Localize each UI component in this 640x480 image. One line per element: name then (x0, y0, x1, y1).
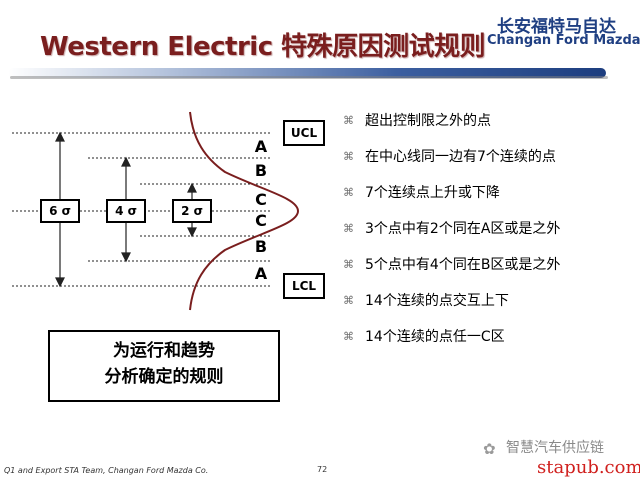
zone-label: C (255, 190, 267, 209)
bullet-icon: ⌘ (343, 258, 354, 271)
rule-text: 在中心线同一边有7个连续的点 (365, 149, 556, 165)
arrow-4-sigma-bottom (121, 252, 131, 263)
zone-label: C (255, 211, 267, 230)
lcl-label: LCL (283, 273, 325, 299)
bullet-icon: ⌘ (343, 330, 354, 343)
arrow-2-sigma-bottom (187, 227, 197, 238)
normal-distribution-curve (189, 111, 300, 311)
sigma-6-label: 6 σ (40, 199, 80, 223)
rule-text: 3个点中有2个同在A区或是之外 (365, 221, 561, 237)
sigma-2-label: 2 σ (172, 199, 212, 223)
arrow-2-sigma-top (187, 182, 197, 193)
bullet-icon: ⌘ (343, 294, 354, 307)
rule-item: ⌘ 3个点中有2个同在A区或是之外 (343, 218, 560, 238)
rules-purpose-box: 为运行和趋势 分析确定的规则 (48, 330, 280, 402)
rule-item: ⌘ 在中心线同一边有7个连续的点 (343, 146, 556, 166)
rule-item: ⌘ 7个连续点上升或下降 (343, 182, 500, 202)
footer-text: Q1 and Export STA Team, Changan Ford Maz… (4, 466, 209, 475)
zone-label: B (254, 237, 268, 256)
rule-text: 14个连续的点任一C区 (365, 329, 505, 345)
watermark-url: stapub.com (537, 457, 640, 478)
brand-name-en: Changan Ford Mazda (487, 33, 640, 48)
watermark-text: 智慧汽车供应链 (506, 440, 604, 456)
rule-text: 超出控制限之外的点 (365, 113, 491, 129)
title-divider-bar (8, 68, 606, 78)
brand-name-cn: 长安福特马自达 (497, 17, 616, 37)
arrow-6-sigma-bottom (55, 277, 65, 288)
page-number: 72 (317, 465, 328, 474)
rule-item: ⌘ 14个连续的点交互上下 (343, 290, 509, 310)
bullet-icon: ⌘ (343, 222, 354, 235)
slide-title: Western Electric 特殊原因测试规则 (40, 32, 486, 62)
rule-item: ⌘ 超出控制限之外的点 (343, 110, 491, 130)
zone-label: A (254, 137, 268, 156)
rule-item: ⌘ 14个连续的点任一C区 (343, 326, 505, 346)
rule-text: 14个连续的点交互上下 (365, 293, 509, 309)
note-line-1: 为运行和趋势 (113, 341, 215, 361)
zone-label: A (254, 264, 268, 283)
note-line-2: 分析确定的规则 (104, 367, 224, 387)
arrow-4-sigma-top (121, 156, 131, 167)
rule-text: 7个连续点上升或下降 (365, 185, 500, 201)
bullet-icon: ⌘ (343, 186, 354, 199)
bullet-icon: ⌘ (343, 150, 354, 163)
arrow-6-sigma-top (55, 131, 65, 142)
sigma-4-label: 4 σ (106, 199, 146, 223)
rule-item: ⌘ 5个点中有4个同在B区或是之外 (343, 254, 560, 274)
ucl-label: UCL (283, 120, 325, 146)
rule-text: 5个点中有4个同在B区或是之外 (365, 257, 561, 273)
bullet-icon: ⌘ (343, 114, 354, 127)
zone-label: B (254, 161, 268, 180)
wechat-icon: ✿ (483, 440, 496, 458)
title-divider-shadow (10, 76, 608, 79)
